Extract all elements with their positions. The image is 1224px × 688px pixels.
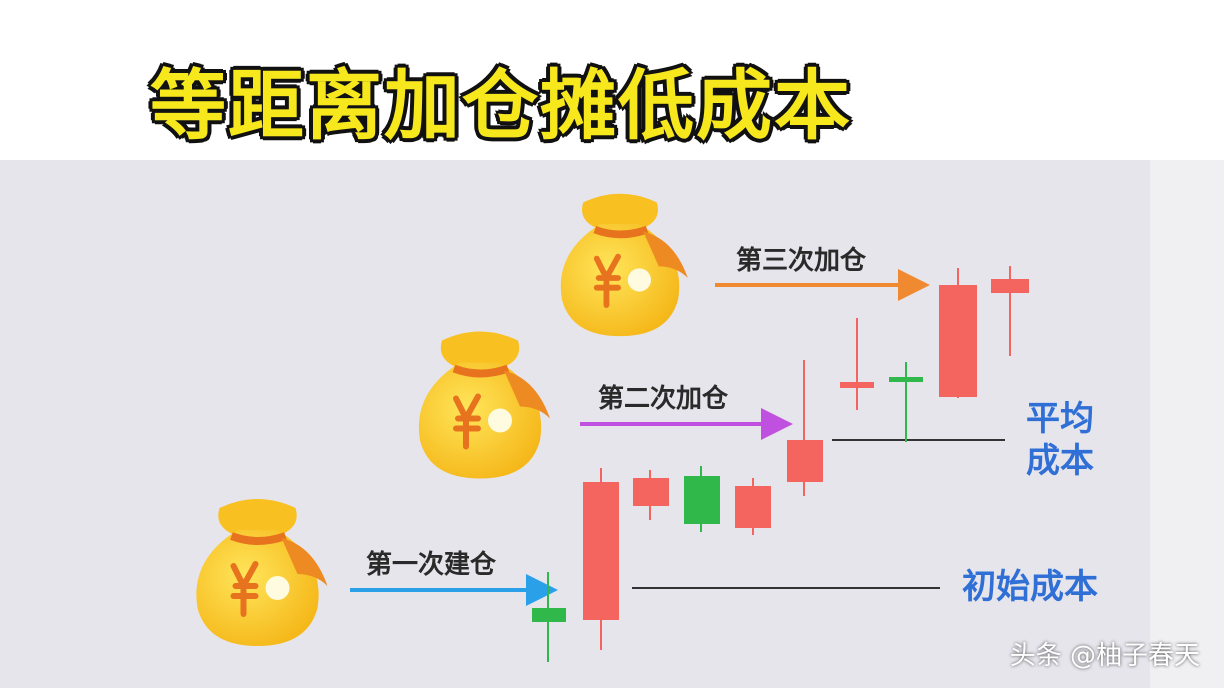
money-bag-icon [196, 499, 327, 646]
panel-margin [1150, 160, 1224, 688]
step-label-second: 第二次加仓 [598, 384, 729, 414]
candlestick [633, 470, 669, 520]
average-cost-line1: 平均 [1026, 399, 1094, 439]
candlestick [787, 360, 823, 496]
candlestick [583, 468, 619, 650]
step-label-third: 第三次加仓 [736, 246, 867, 276]
candlestick [840, 318, 874, 410]
candlestick [532, 572, 566, 662]
candlestick [735, 478, 771, 535]
average-cost-label: 平均 成本 [1026, 398, 1094, 482]
candlestick [889, 362, 923, 442]
initial-cost-label: 初始成本 [962, 567, 1098, 607]
candlestick [991, 266, 1029, 356]
candlestick [939, 268, 977, 398]
money-bag-icon [561, 194, 688, 336]
average-cost-line2: 成本 [1026, 441, 1094, 481]
candlestick [684, 466, 720, 532]
step-label-first: 第一次建仓 [366, 550, 497, 580]
money-bag-icon [419, 332, 550, 479]
page-title: 等距离加仓摊低成本 [150, 61, 852, 150]
watermark: 头条 @柚子春天 [1009, 641, 1200, 671]
